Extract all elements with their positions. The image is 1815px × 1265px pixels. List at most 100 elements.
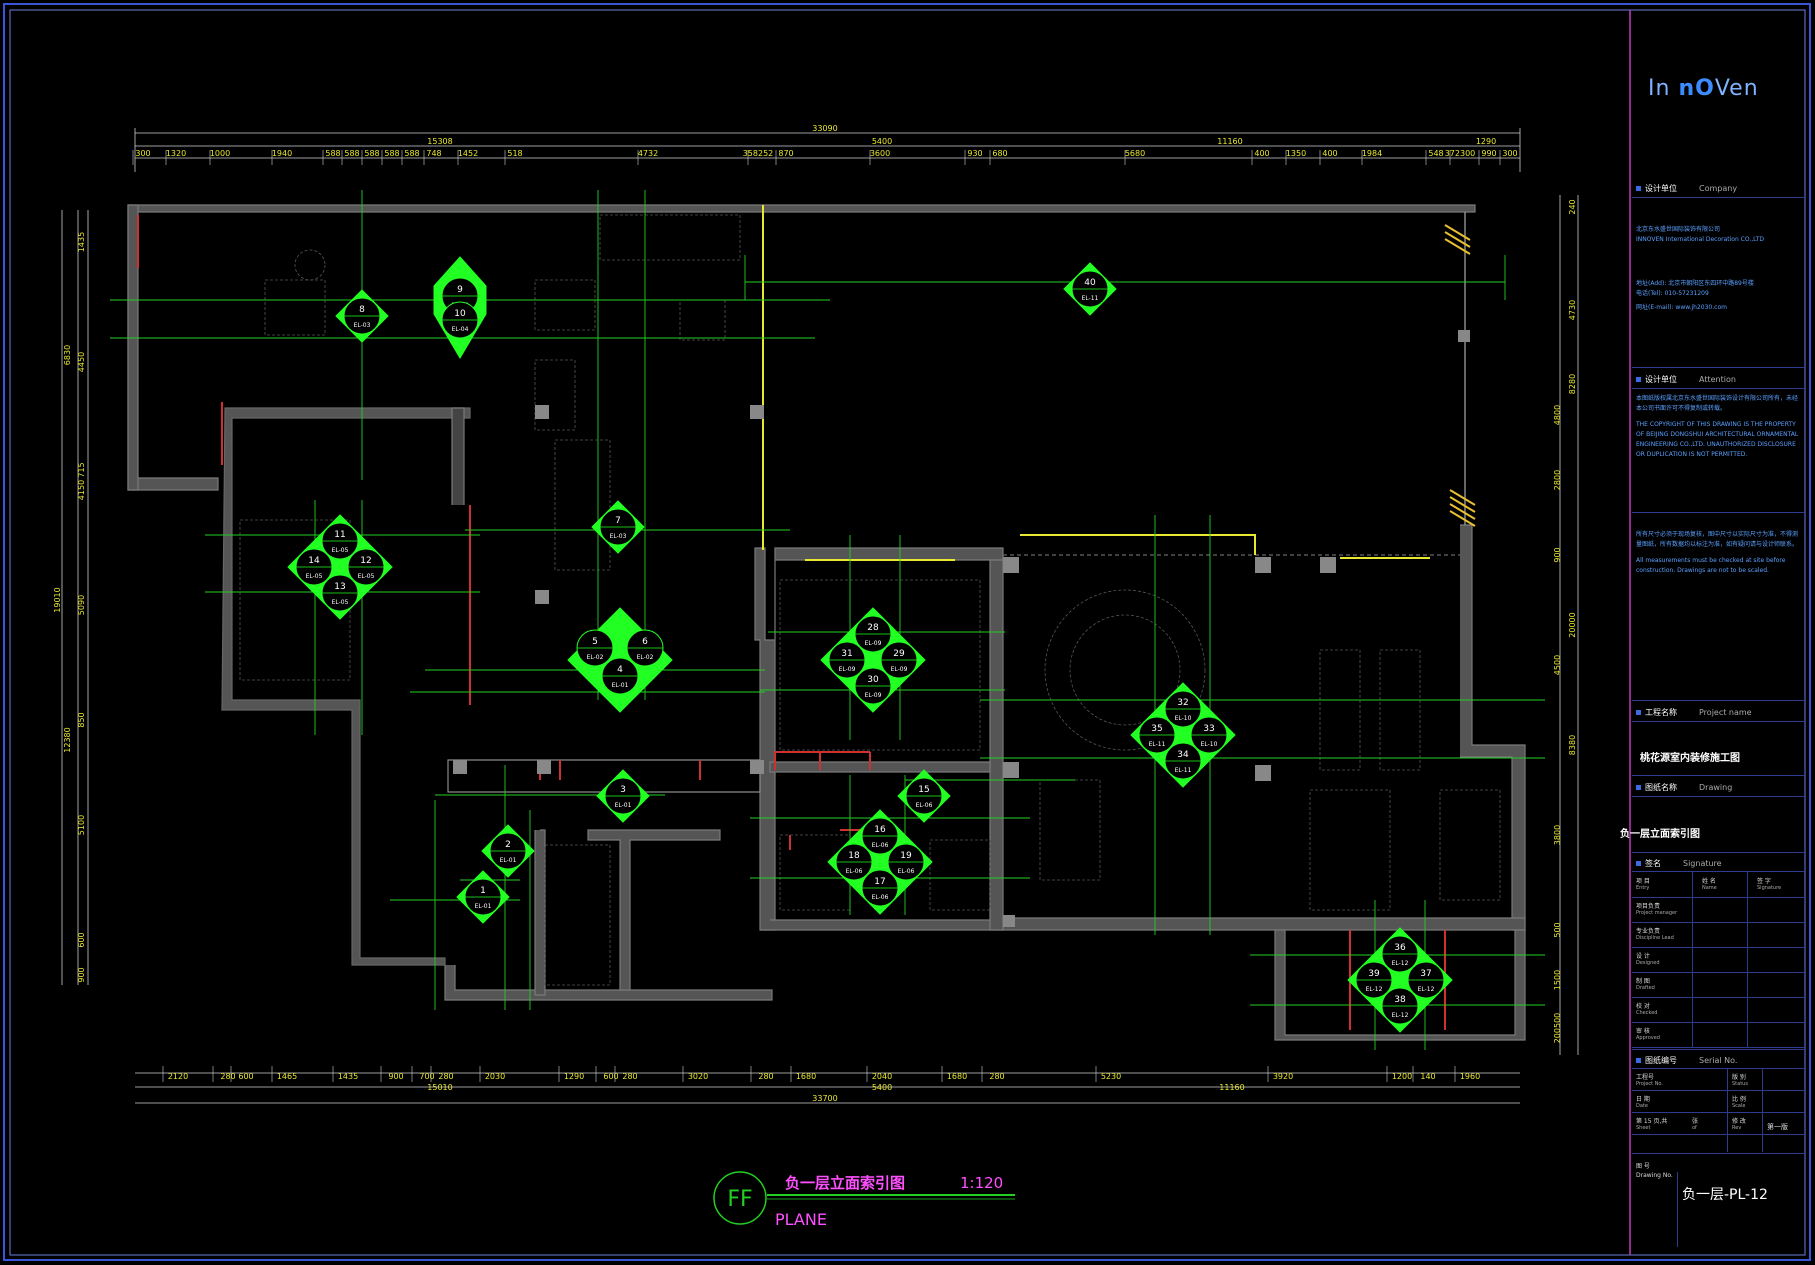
marker-code: EL-02 bbox=[587, 654, 604, 661]
serial-field-en: Scale bbox=[1732, 1103, 1746, 1109]
dim-bottom-label: 2030 bbox=[485, 1072, 505, 1081]
title-symbol-circle bbox=[713, 1171, 767, 1225]
title-en: PLANE bbox=[775, 1210, 827, 1229]
marker-number: 13 bbox=[334, 582, 345, 592]
dim-bottom-label: 280 bbox=[989, 1072, 1004, 1081]
dim-bottom-label: 600 bbox=[238, 1072, 253, 1081]
attention-label-en: Attention bbox=[1699, 375, 1736, 384]
note-en: All measurements must be checked at site… bbox=[1636, 557, 1786, 574]
marker-code: EL-01 bbox=[615, 802, 632, 809]
marker-number: 5 bbox=[592, 637, 598, 647]
marker-number: 31 bbox=[841, 649, 852, 659]
dim-right-label: 3800 bbox=[1553, 825, 1562, 845]
marker-number: 37 bbox=[1420, 969, 1431, 979]
dim-top-label: 4732 bbox=[638, 149, 658, 158]
dim-top-label: 372300 bbox=[1445, 149, 1476, 158]
window-door-accents bbox=[137, 205, 1476, 1030]
marker-code: EL-06 bbox=[898, 868, 915, 875]
marker-code: EL-12 bbox=[1392, 960, 1409, 967]
drawing-label-en: Drawing bbox=[1699, 783, 1733, 792]
attention-label: 设计单位 bbox=[1645, 375, 1677, 384]
signature-role-en: Designed bbox=[1636, 960, 1660, 966]
dim-bottom-label: 1465 bbox=[277, 1072, 297, 1081]
serial-label: 图纸编号 bbox=[1645, 1056, 1677, 1065]
elevation-index-markers: 8EL-039EL-0410EL-0440EL-117EL-0311EL-051… bbox=[287, 256, 1453, 1033]
marker-code: EL-09 bbox=[891, 666, 908, 673]
project-label-en: Project name bbox=[1699, 708, 1752, 717]
marker-code: EL-11 bbox=[1175, 767, 1192, 774]
marker-code: EL-06 bbox=[846, 868, 863, 875]
dim-top-label: 588 bbox=[325, 149, 340, 158]
serial-field: 工程号 bbox=[1636, 1074, 1655, 1081]
dim-top-label: 1320 bbox=[166, 149, 186, 158]
signature-col-sign-en: Signature bbox=[1757, 885, 1782, 891]
dim-bottom-label: 1200 bbox=[1392, 1072, 1412, 1081]
attention-text: 本图纸版权属北京东水盛世国际装饰设计有限公司所有，未经本公司书面许可不得复制或转… bbox=[1636, 394, 1800, 460]
signature-role: 项目负责 bbox=[1636, 903, 1661, 910]
company-tel: 电话(Tel): 010-57231209 bbox=[1636, 290, 1709, 297]
dim-left-label: 600 bbox=[77, 932, 86, 947]
signature-role: 审 核 bbox=[1636, 1028, 1650, 1035]
marker-code: EL-01 bbox=[475, 903, 492, 910]
marker-code: EL-09 bbox=[839, 666, 856, 673]
drawing-title: FF 负一层立面索引图 1:120 PLANE bbox=[713, 1171, 1015, 1229]
signature-col-name: 姓 名 bbox=[1702, 878, 1716, 885]
marker-diamond bbox=[820, 607, 926, 713]
dim-top-label: 588 bbox=[384, 149, 399, 158]
dim-bottom-label: 2120 bbox=[168, 1072, 188, 1081]
dim-bottom-label: 700 bbox=[419, 1072, 434, 1081]
dim-top-label: 588 bbox=[404, 149, 419, 158]
dim-top-label: 870 bbox=[778, 149, 793, 158]
sheet-outer-border bbox=[3, 3, 1811, 1261]
serial-field-en: Project No. bbox=[1636, 1081, 1663, 1087]
dim-bottom-label: 140 bbox=[1420, 1072, 1435, 1081]
logo-text-mid: nO bbox=[1678, 76, 1715, 101]
index-marker-m4: 7EL-03 bbox=[591, 500, 645, 554]
dim-bottom-label: 280 bbox=[220, 1072, 235, 1081]
dimension-lines-sides bbox=[61, 195, 1579, 1055]
dim-left-label: 1435 bbox=[77, 232, 86, 252]
logo-text-left: In bbox=[1648, 76, 1671, 101]
drawing-number: 负一层-PL-12 bbox=[1682, 1187, 1768, 1203]
serial-field: 版 别 bbox=[1732, 1074, 1746, 1081]
marker-code: EL-05 bbox=[358, 573, 375, 580]
marker-number: 16 bbox=[874, 825, 886, 835]
dim-right-label: 4500 bbox=[1553, 655, 1562, 675]
signature-role: 制 图 bbox=[1636, 978, 1650, 985]
dim-top-label: 1000 bbox=[210, 149, 230, 158]
marker-number: 17 bbox=[874, 877, 885, 887]
signature-label: 签名 bbox=[1645, 859, 1661, 868]
marker-number: 28 bbox=[867, 623, 879, 633]
marker-code: EL-09 bbox=[865, 640, 882, 647]
dimension-lines-bottom bbox=[135, 1072, 1520, 1104]
dim-left-label: 12380 bbox=[63, 727, 72, 752]
project-name-row: 桃花源室内装修施工图 bbox=[1632, 721, 1804, 776]
structural-columns bbox=[453, 330, 1470, 927]
dim-right-label: 20000 bbox=[1568, 612, 1577, 637]
marker-code: EL-05 bbox=[332, 547, 349, 554]
marker-number: 35 bbox=[1151, 724, 1162, 734]
attention-cn: 本图纸版权属北京东水盛世国际装饰设计有限公司所有，未经本公司书面许可不得复制或转… bbox=[1636, 395, 1799, 412]
dim-bottom-label: 280 bbox=[758, 1072, 773, 1081]
dim-left-label: 850 bbox=[77, 712, 86, 727]
marker-diamond bbox=[827, 809, 933, 915]
marker-code: EL-04 bbox=[452, 326, 469, 333]
marker-code: EL-12 bbox=[1418, 986, 1435, 993]
dim-left-label: 19010 bbox=[53, 587, 62, 612]
dim-right-label: 200500 bbox=[1553, 1013, 1562, 1044]
signature-role: 项 目 bbox=[1636, 878, 1650, 885]
note-cn: 所有尺寸必须于现场复核，图中尺寸以实际尺寸为准，不得测量图纸，所有数据均以标注为… bbox=[1636, 531, 1799, 548]
marker-number: 15 bbox=[918, 785, 929, 795]
company-address: 地址(Add): 北京市朝阳区东四环中路89号楼 bbox=[1636, 280, 1754, 287]
serial-field: 张 bbox=[1692, 1118, 1699, 1125]
signature-role: 校 对 bbox=[1636, 1003, 1650, 1010]
dim-bottom-label: 1680 bbox=[947, 1072, 967, 1081]
